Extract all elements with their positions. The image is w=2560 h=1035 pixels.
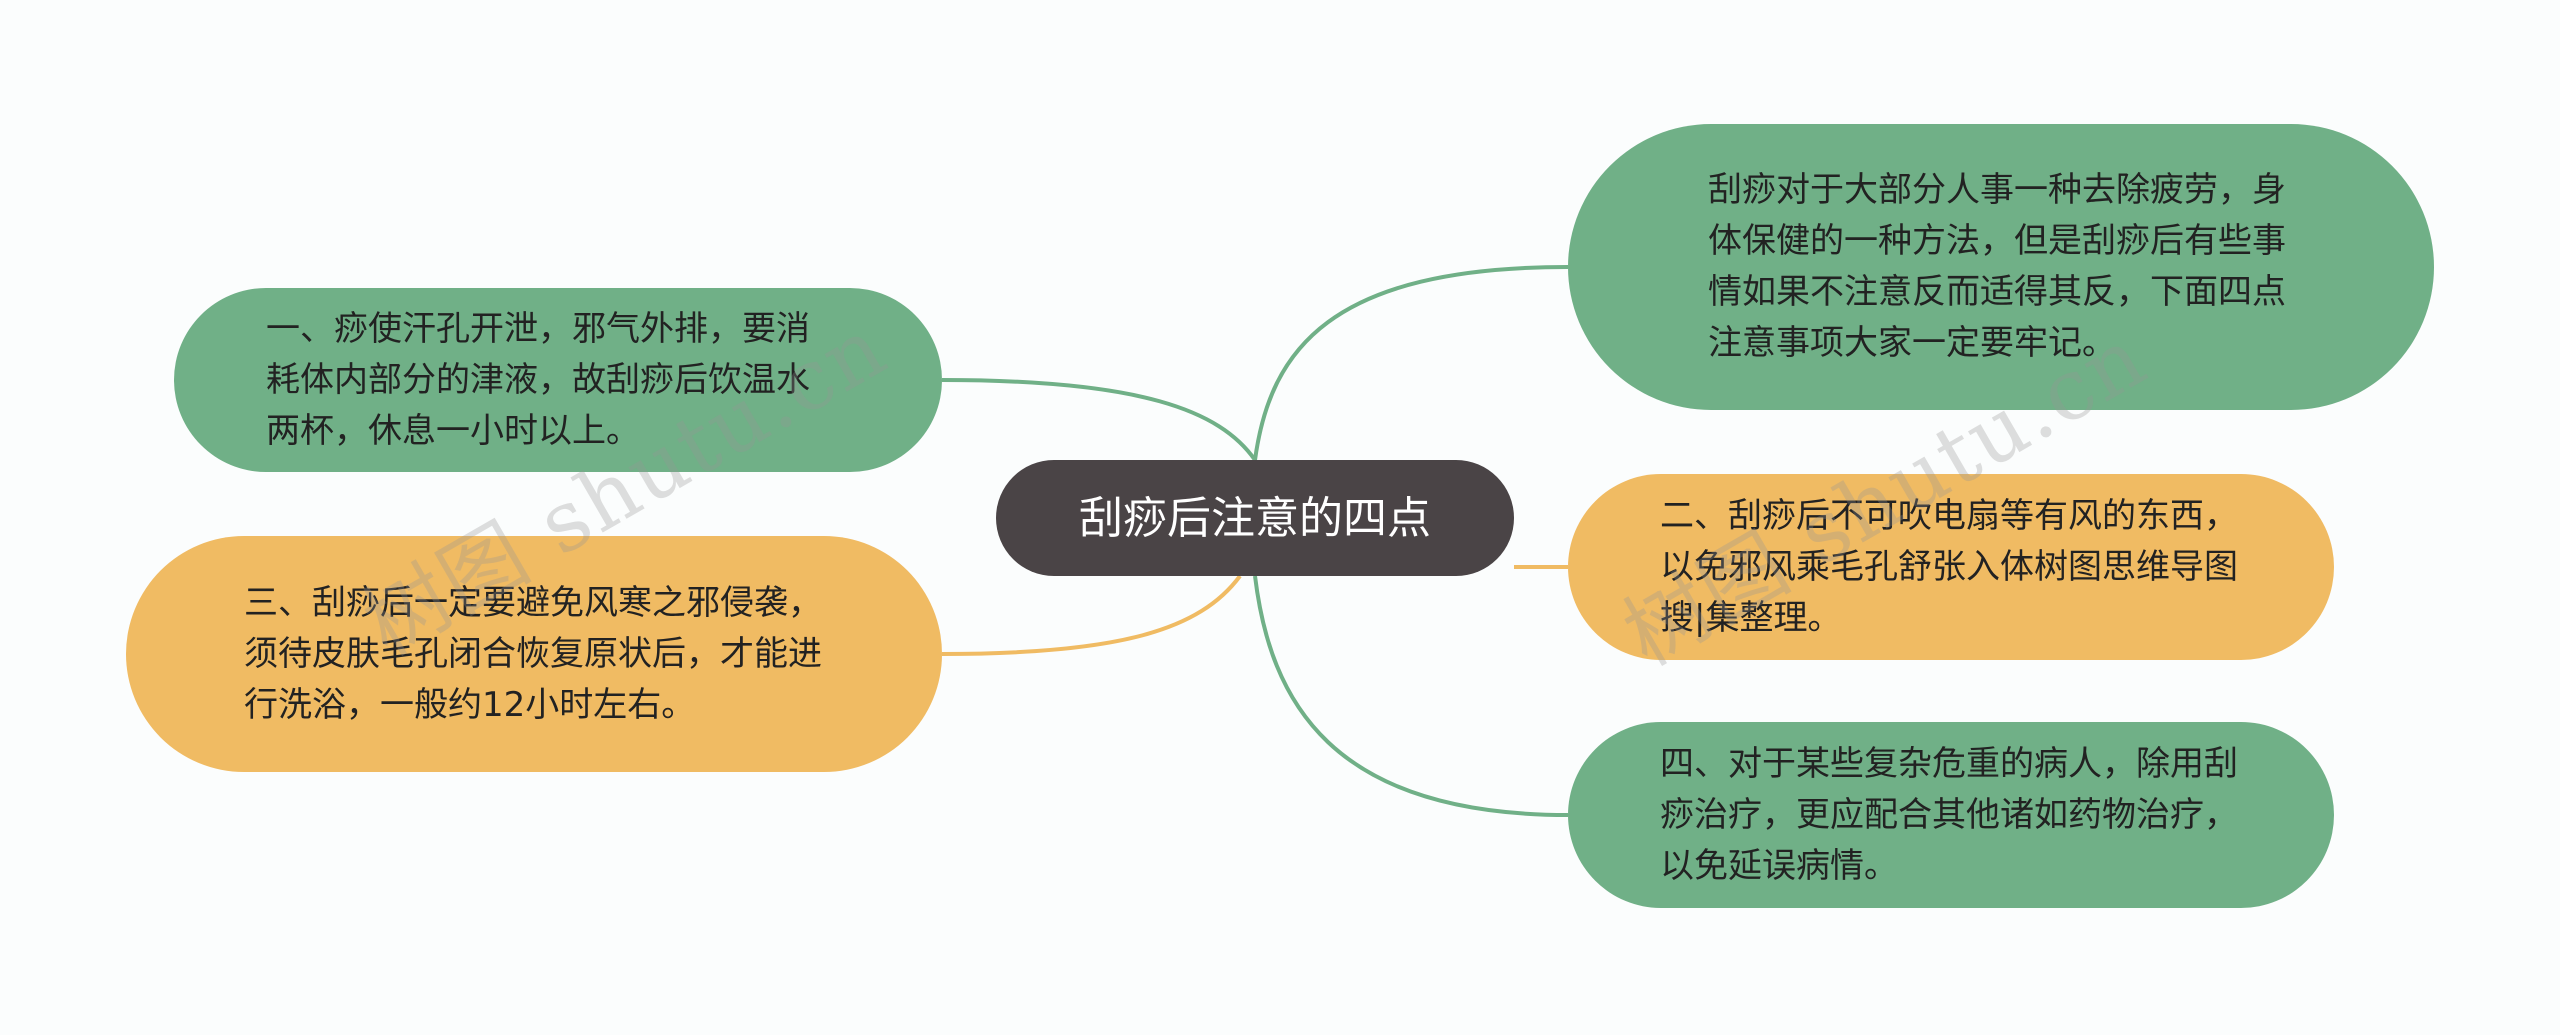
center-topic-label: 刮痧后注意的四点	[1079, 492, 1431, 544]
connector-n4	[1253, 575, 1569, 817]
branch-node-point-1[interactable]: 一、痧使汗孔开泄，邪气外排，要消耗体内部分的津液，故刮痧后饮温水两杯，休息一小时…	[174, 288, 942, 472]
branch-node-point-4[interactable]: 四、对于某些复杂危重的病人，除用刮痧治疗，更应配合其他诸如药物治疗，以免延误病情…	[1568, 722, 2334, 908]
branch-node-text: 三、刮痧后一定要避免风寒之邪侵袭，须待皮肤毛孔闭合恢复原状后，才能进行洗浴，一般…	[244, 582, 822, 725]
branch-node-text: 一、痧使汗孔开泄，邪气外排，要消耗体内部分的津液，故刮痧后饮温水两杯，休息一小时…	[266, 308, 810, 451]
branch-node-text: 刮痧对于大部分人事一种去除疲劳，身体保健的一种方法，但是刮痧后有些事情如果不注意…	[1708, 170, 2286, 363]
branch-node-point-2[interactable]: 二、刮痧后不可吹电扇等有风的东西，以免邪风乘毛孔舒张入体树图思维导图搜|集整理。	[1568, 474, 2334, 660]
branch-node-point-3[interactable]: 三、刮痧后一定要避免风寒之邪侵袭，须待皮肤毛孔闭合恢复原状后，才能进行洗浴，一般…	[126, 536, 942, 772]
branch-node-intro[interactable]: 刮痧对于大部分人事一种去除疲劳，身体保健的一种方法，但是刮痧后有些事情如果不注意…	[1568, 124, 2434, 410]
connector-n3	[941, 574, 1242, 656]
center-topic[interactable]: 刮痧后注意的四点	[996, 460, 1514, 576]
branch-node-text: 二、刮痧后不可吹电扇等有风的东西，以免邪风乘毛孔舒张入体树图思维导图搜|集整理。	[1660, 495, 2238, 638]
connector-n0	[1253, 265, 1569, 461]
connector-n1	[941, 378, 1257, 462]
branch-node-text: 四、对于某些复杂危重的病人，除用刮痧治疗，更应配合其他诸如药物治疗，以免延误病情…	[1660, 743, 2238, 886]
